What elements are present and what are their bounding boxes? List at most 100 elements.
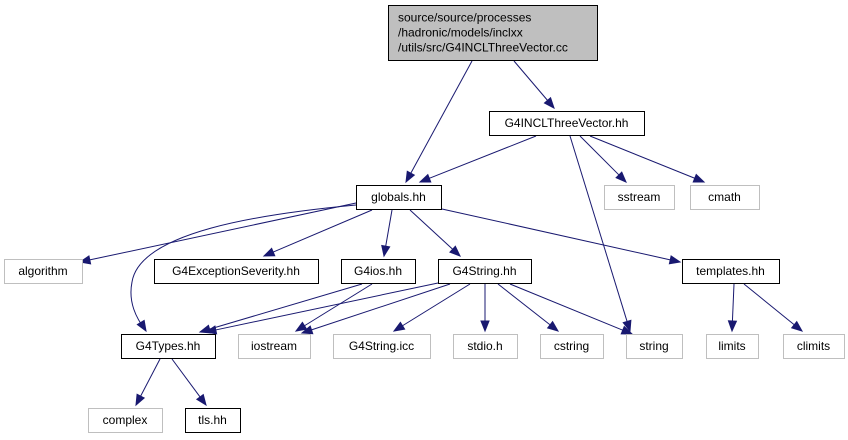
node-stdio-label: stdio.h: [467, 339, 502, 353]
edge-globals-to-g4string-arrowhead: [449, 245, 461, 257]
edge-g4string-to-g4stringicc-arrowhead: [392, 321, 406, 332]
node-algorithm-label: algorithm: [18, 264, 67, 278]
edge-g4string-to-iostream-arrowhead: [300, 325, 314, 335]
edge-g4ios-to-g4types-line: [209, 283, 363, 330]
node-globals[interactable]: globals.hh: [356, 185, 442, 210]
node-root-label-line-1: source/source/processes: [398, 11, 531, 25]
edge-g4string-to-g4stringicc: [392, 283, 471, 332]
edge-g4string-to-cstring-arrowhead: [546, 320, 560, 332]
edge-g4string-to-string: [509, 283, 634, 335]
edge-g4types-to-tls-line: [171, 358, 201, 398]
node-g4string-box: [438, 259, 532, 284]
edge-g4types-to-tls: [171, 358, 207, 407]
edge-g4string-to-cstring: [497, 283, 560, 332]
edge-g4types-to-complex: [135, 358, 161, 407]
node-g4string[interactable]: G4String.hh: [438, 259, 532, 284]
node-g4types-box: [121, 334, 216, 359]
edge-g4string-to-g4types-arrowhead: [204, 325, 218, 335]
node-sstream-box: [604, 185, 675, 210]
edge-g4string-to-iostream: [300, 283, 451, 335]
edge-root-to-globals: [405, 60, 473, 184]
nodes-layer: source/source/processes/hadronic/models/…: [4, 5, 845, 433]
node-tls[interactable]: tls.hh: [185, 408, 241, 433]
edge-g4ios-to-iostream-line: [304, 283, 373, 327]
node-cmath-label: cmath: [708, 190, 741, 204]
node-root-box: [388, 5, 598, 61]
edge-globals-to-g4ios-arrowhead: [381, 244, 391, 258]
node-iostream-label: iostream: [251, 339, 297, 353]
edge-threevector-to-globals: [418, 135, 537, 183]
edge-globals-to-g4string-line: [409, 209, 453, 250]
edge-threevector-to-string: [569, 135, 632, 333]
edge-g4string-to-string-arrowhead: [620, 325, 634, 335]
node-cstring: cstring: [540, 334, 604, 359]
edge-globals-to-g4ios: [381, 209, 393, 258]
node-string-box: [626, 334, 683, 359]
edge-threevector-to-string-arrowhead: [622, 319, 632, 333]
edge-threevector-to-globals-arrowhead: [418, 173, 432, 183]
node-g4ios[interactable]: G4ios.hh: [341, 259, 416, 284]
node-exceptionseverity[interactable]: G4ExceptionSeverity.hh: [154, 259, 319, 284]
node-limits-box: [706, 334, 759, 359]
edge-globals-to-templates-arrowhead: [668, 255, 682, 265]
node-string-label: string: [639, 339, 668, 353]
node-templates[interactable]: templates.hh: [682, 259, 780, 284]
node-g4ios-label: G4ios.hh: [354, 264, 402, 278]
node-complex: complex: [88, 408, 163, 433]
edge-root-to-threevector-line: [513, 60, 548, 101]
edge-root-to-threevector: [513, 60, 555, 110]
edge-templates-to-limits: [727, 283, 738, 333]
edge-globals-to-g4types: [130, 204, 357, 333]
node-algorithm-box: [4, 259, 83, 284]
edges-layer: [78, 60, 804, 407]
node-cmath: cmath: [690, 185, 760, 210]
node-stdio: stdio.h: [453, 334, 518, 359]
node-cstring-label: cstring: [554, 339, 589, 353]
edge-threevector-to-sstream-line: [579, 135, 620, 176]
node-exceptionseverity-box: [154, 259, 319, 284]
node-climits-label: climits: [797, 339, 830, 353]
node-root-label-line-2: /hadronic/models/inclxx: [398, 26, 523, 40]
node-limits: limits: [706, 334, 759, 359]
edge-threevector-to-sstream: [579, 135, 627, 183]
edge-globals-to-exceptionseverity-arrowhead: [262, 247, 276, 257]
node-sstream-label: sstream: [618, 190, 661, 204]
node-root[interactable]: source/source/processes/hadronic/models/…: [388, 5, 598, 61]
edge-g4string-to-stdio-arrowhead: [480, 320, 490, 333]
node-stdio-box: [453, 334, 518, 359]
node-g4types-label: G4Types.hh: [136, 339, 201, 353]
edge-globals-to-g4types-line: [130, 204, 357, 332]
edge-root-to-globals-arrowhead: [405, 170, 416, 184]
edge-threevector-to-cmath-arrowhead: [692, 173, 706, 183]
edge-threevector-to-cmath-line: [589, 135, 695, 179]
node-limits-label: limits: [718, 339, 745, 353]
node-g4stringicc-label: G4String.icc: [349, 339, 414, 353]
edge-templates-to-climits-line: [743, 283, 795, 326]
edge-templates-to-climits: [743, 283, 804, 332]
edge-threevector-to-cmath: [589, 135, 706, 183]
node-g4types[interactable]: G4Types.hh: [121, 334, 216, 359]
edge-templates-to-limits-arrowhead: [727, 320, 738, 333]
node-templates-box: [682, 259, 780, 284]
node-threevector-box: [489, 111, 645, 136]
edge-g4ios-to-iostream-arrowhead: [294, 321, 308, 332]
edge-g4types-to-complex-line: [140, 358, 161, 397]
edge-g4string-to-g4types: [204, 282, 439, 335]
node-complex-label: complex: [103, 413, 148, 427]
node-threevector[interactable]: G4INCLThreeVector.hh: [489, 111, 645, 136]
node-iostream: iostream: [238, 334, 311, 359]
edge-g4string-to-stdio: [480, 284, 490, 333]
edge-globals-to-g4ios-line: [385, 209, 393, 247]
edge-g4ios-to-g4types: [198, 283, 363, 334]
edge-threevector-to-string-line: [569, 135, 628, 322]
edge-globals-to-g4string: [409, 209, 461, 257]
edge-g4string-to-string-line: [509, 283, 623, 331]
edge-globals-to-g4types-arrowhead: [136, 319, 147, 333]
node-g4stringicc-box: [333, 334, 431, 359]
edge-globals-to-algorithm: [78, 202, 357, 265]
edge-templates-to-limits-line: [731, 283, 735, 322]
node-globals-label: globals.hh: [371, 190, 426, 204]
edge-globals-to-templates: [441, 208, 682, 265]
edge-templates-to-climits-arrowhead: [790, 320, 804, 332]
